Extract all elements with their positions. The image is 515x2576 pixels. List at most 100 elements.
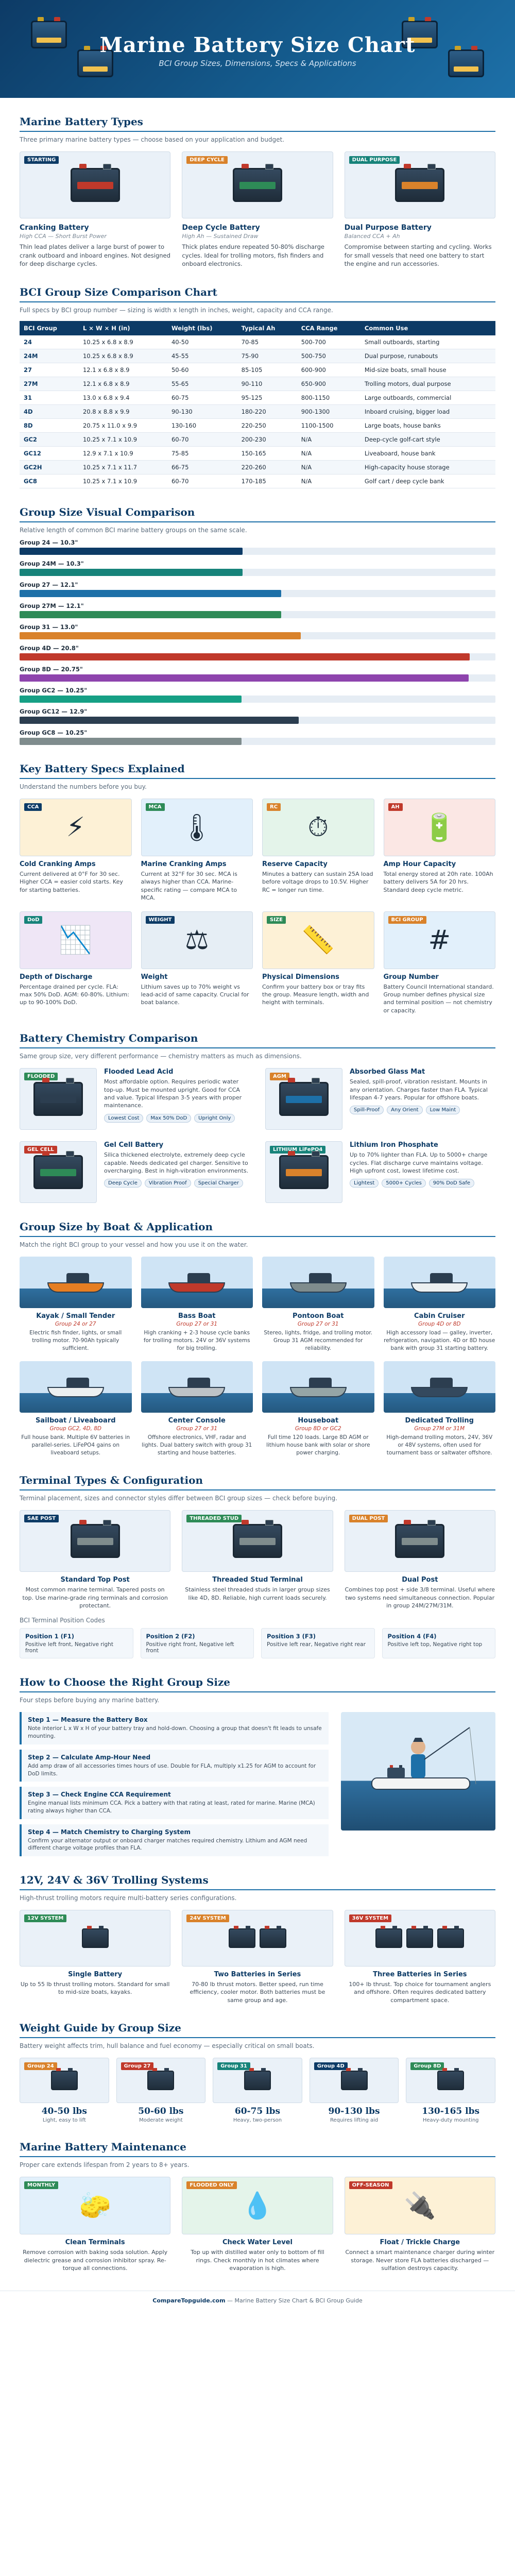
spec-icon: 📏 <box>301 925 335 956</box>
how-to-choose-section: How to Choose the Right Group Size Four … <box>0 1676 515 1856</box>
table-cell: 500-750 <box>297 349 360 364</box>
spec-desc: Total energy stored at 20h rate. 100Ah b… <box>383 871 493 893</box>
battery-type-image: STARTING <box>20 151 171 218</box>
spec-desc: Current at 32°F for 30 sec. MCA is alway… <box>141 871 237 902</box>
table-cell: GC2 <box>20 432 79 447</box>
table-cell: Small outboards, starting <box>360 335 495 350</box>
feature-pill: Low Maint <box>425 1106 460 1115</box>
chemistry-image: LITHIUM LiFePO4 <box>265 1141 342 1204</box>
step-desc: Confirm your alternator output or onboar… <box>28 1837 307 1852</box>
step-desc: Note interior L x W x H of your battery … <box>28 1725 322 1740</box>
section-title: Terminal Types & Configuration <box>20 1474 495 1491</box>
size-bar-label: Group 31 — 13.0" <box>20 623 78 631</box>
table-cell: 150-165 <box>237 446 297 461</box>
weight-desc: Heavy, two-person <box>233 2117 282 2124</box>
terminal-tag: DUAL POST <box>349 1515 388 1523</box>
table-header-cell: L × W × H (in) <box>78 321 167 336</box>
maintenance-name: Check Water Level <box>222 2239 293 2247</box>
boat-group: Group 27M or 31M <box>414 1426 465 1432</box>
size-bar-row: Group 31 — 13.0" <box>20 623 495 640</box>
terminal-tag: SAE POST <box>24 1515 59 1523</box>
size-bar <box>20 717 299 724</box>
table-cell: 10.25 x 7.1 x 10.9 <box>78 474 167 489</box>
table-cell: 180-220 <box>237 404 297 419</box>
size-bar-label: Group 24 — 10.3" <box>20 539 78 547</box>
spec-image: SIZE📏 <box>262 911 374 969</box>
page-footer: CompareTopguide.com — Marine Battery Siz… <box>0 2291 515 2311</box>
spec-image: WEIGHT⚖ <box>141 911 253 969</box>
spec-icon: ⚡ <box>66 812 85 843</box>
feature-pill: Special Charger <box>194 1179 243 1188</box>
boat-desc: High-demand trolling motors, 24V, 36V or… <box>386 1434 493 1456</box>
table-cell: N/A <box>297 432 360 447</box>
spec-image: BCI GROUP# <box>383 911 495 969</box>
terminal-name: Dual Post <box>402 1576 438 1584</box>
voltage-name: Two Batteries in Series <box>214 1970 301 1978</box>
battery-icon <box>244 2068 271 2091</box>
weight-image: Group 8D <box>406 2058 495 2104</box>
table-cell: High-capacity house storage <box>360 460 495 475</box>
boat-name: Center Console <box>168 1417 226 1425</box>
chemistry-section: Battery Chemistry Comparison Same group … <box>0 1032 515 1204</box>
size-bar-row: Group GC2 — 10.25" <box>20 687 495 703</box>
maintenance-tag: MONTHLY <box>24 2181 59 2190</box>
spec-tag: CCA <box>24 803 42 811</box>
section-desc: Battery weight affects trim, hull balanc… <box>20 2042 315 2050</box>
spec-tag: DoD <box>24 916 43 924</box>
footer-site-link[interactable]: CompareTopguide.com <box>152 2297 226 2304</box>
size-bar <box>20 569 243 577</box>
terminal-desc: Combines top post + side 3/8 terminal. U… <box>345 1586 495 1609</box>
group-tag: Group 31 <box>217 2062 250 2071</box>
table-cell: 650-900 <box>297 377 360 392</box>
battery-icon <box>232 164 282 202</box>
spec-tag: BCI GROUP <box>388 916 426 924</box>
boat-desc: High accessory load — galley, inverter, … <box>384 1330 495 1351</box>
section-desc: Match the right BCI group to your vessel… <box>20 1241 248 1249</box>
maintenance-name: Float / Trickle Charge <box>380 2239 460 2247</box>
spec-icon: ⏱ <box>307 811 329 843</box>
battery-type-image: DEEP CYCLE <box>182 151 333 218</box>
step-title: Step 2 — Calculate Amp-Hour Need <box>28 1753 151 1761</box>
boat-image <box>141 1257 253 1309</box>
fisherman-illustration <box>341 1712 495 1831</box>
table-cell: 800-1150 <box>297 391 360 405</box>
size-bar-track <box>20 717 495 724</box>
table-cell: 12.9 x 7.1 x 10.9 <box>78 446 167 461</box>
size-bar <box>20 653 470 661</box>
type-name: Dual Purpose Battery <box>344 224 432 232</box>
spec-icon: 📉 <box>59 925 93 956</box>
weight-image: Group 24 <box>20 2058 109 2104</box>
table-cell: GC8 <box>20 474 79 489</box>
feature-pill: 90% DoD Safe <box>428 1179 475 1188</box>
terminal-position-card: Position 3 (F3)Positive left rear, Negat… <box>261 1628 375 1659</box>
spec-name: Reserve Capacity <box>262 860 328 869</box>
chemistry-image: GEL CELL <box>20 1141 97 1204</box>
battery-icon <box>81 1925 109 1948</box>
voltage-tag: 36V SYSTEM <box>349 1914 392 1922</box>
table-cell: N/A <box>297 460 360 475</box>
size-bar-label: Group GC8 — 10.25" <box>20 729 88 737</box>
group-tag: Group 4D <box>314 2062 348 2071</box>
table-cell: 170-185 <box>237 474 297 489</box>
table-cell: 95-125 <box>237 391 297 405</box>
section-title: Weight Guide by Group Size <box>20 2022 495 2039</box>
feature-pill: Lowest Cost <box>104 1113 144 1123</box>
section-desc: Full specs by BCI group number — sizing … <box>20 307 333 314</box>
boat-image <box>20 1361 132 1413</box>
spec-name: Amp Hour Capacity <box>383 860 456 869</box>
size-bar-row: Group GC8 — 10.25" <box>20 729 495 745</box>
spec-image: MCA🌡 <box>141 799 253 857</box>
